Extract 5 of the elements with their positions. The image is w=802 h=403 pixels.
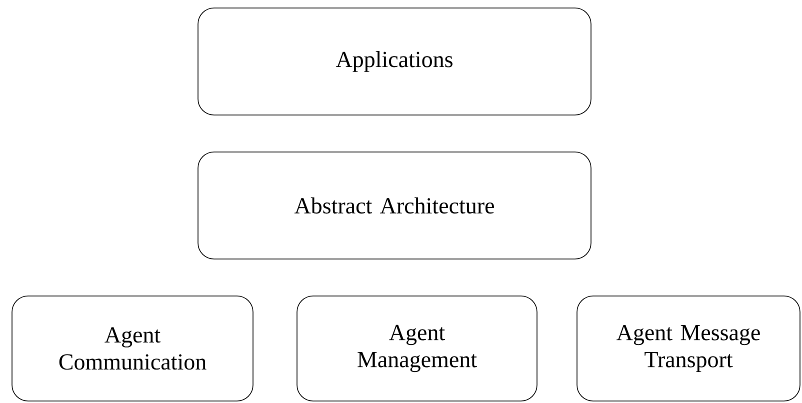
layer-box: Abstract Architecture <box>198 152 592 260</box>
layer-box: Agent Communication <box>12 296 254 402</box>
layer-box: Agent Message Transport <box>576 296 800 402</box>
layer-box: Agent Management <box>296 296 538 402</box>
layer-box: Applications <box>198 8 592 116</box>
